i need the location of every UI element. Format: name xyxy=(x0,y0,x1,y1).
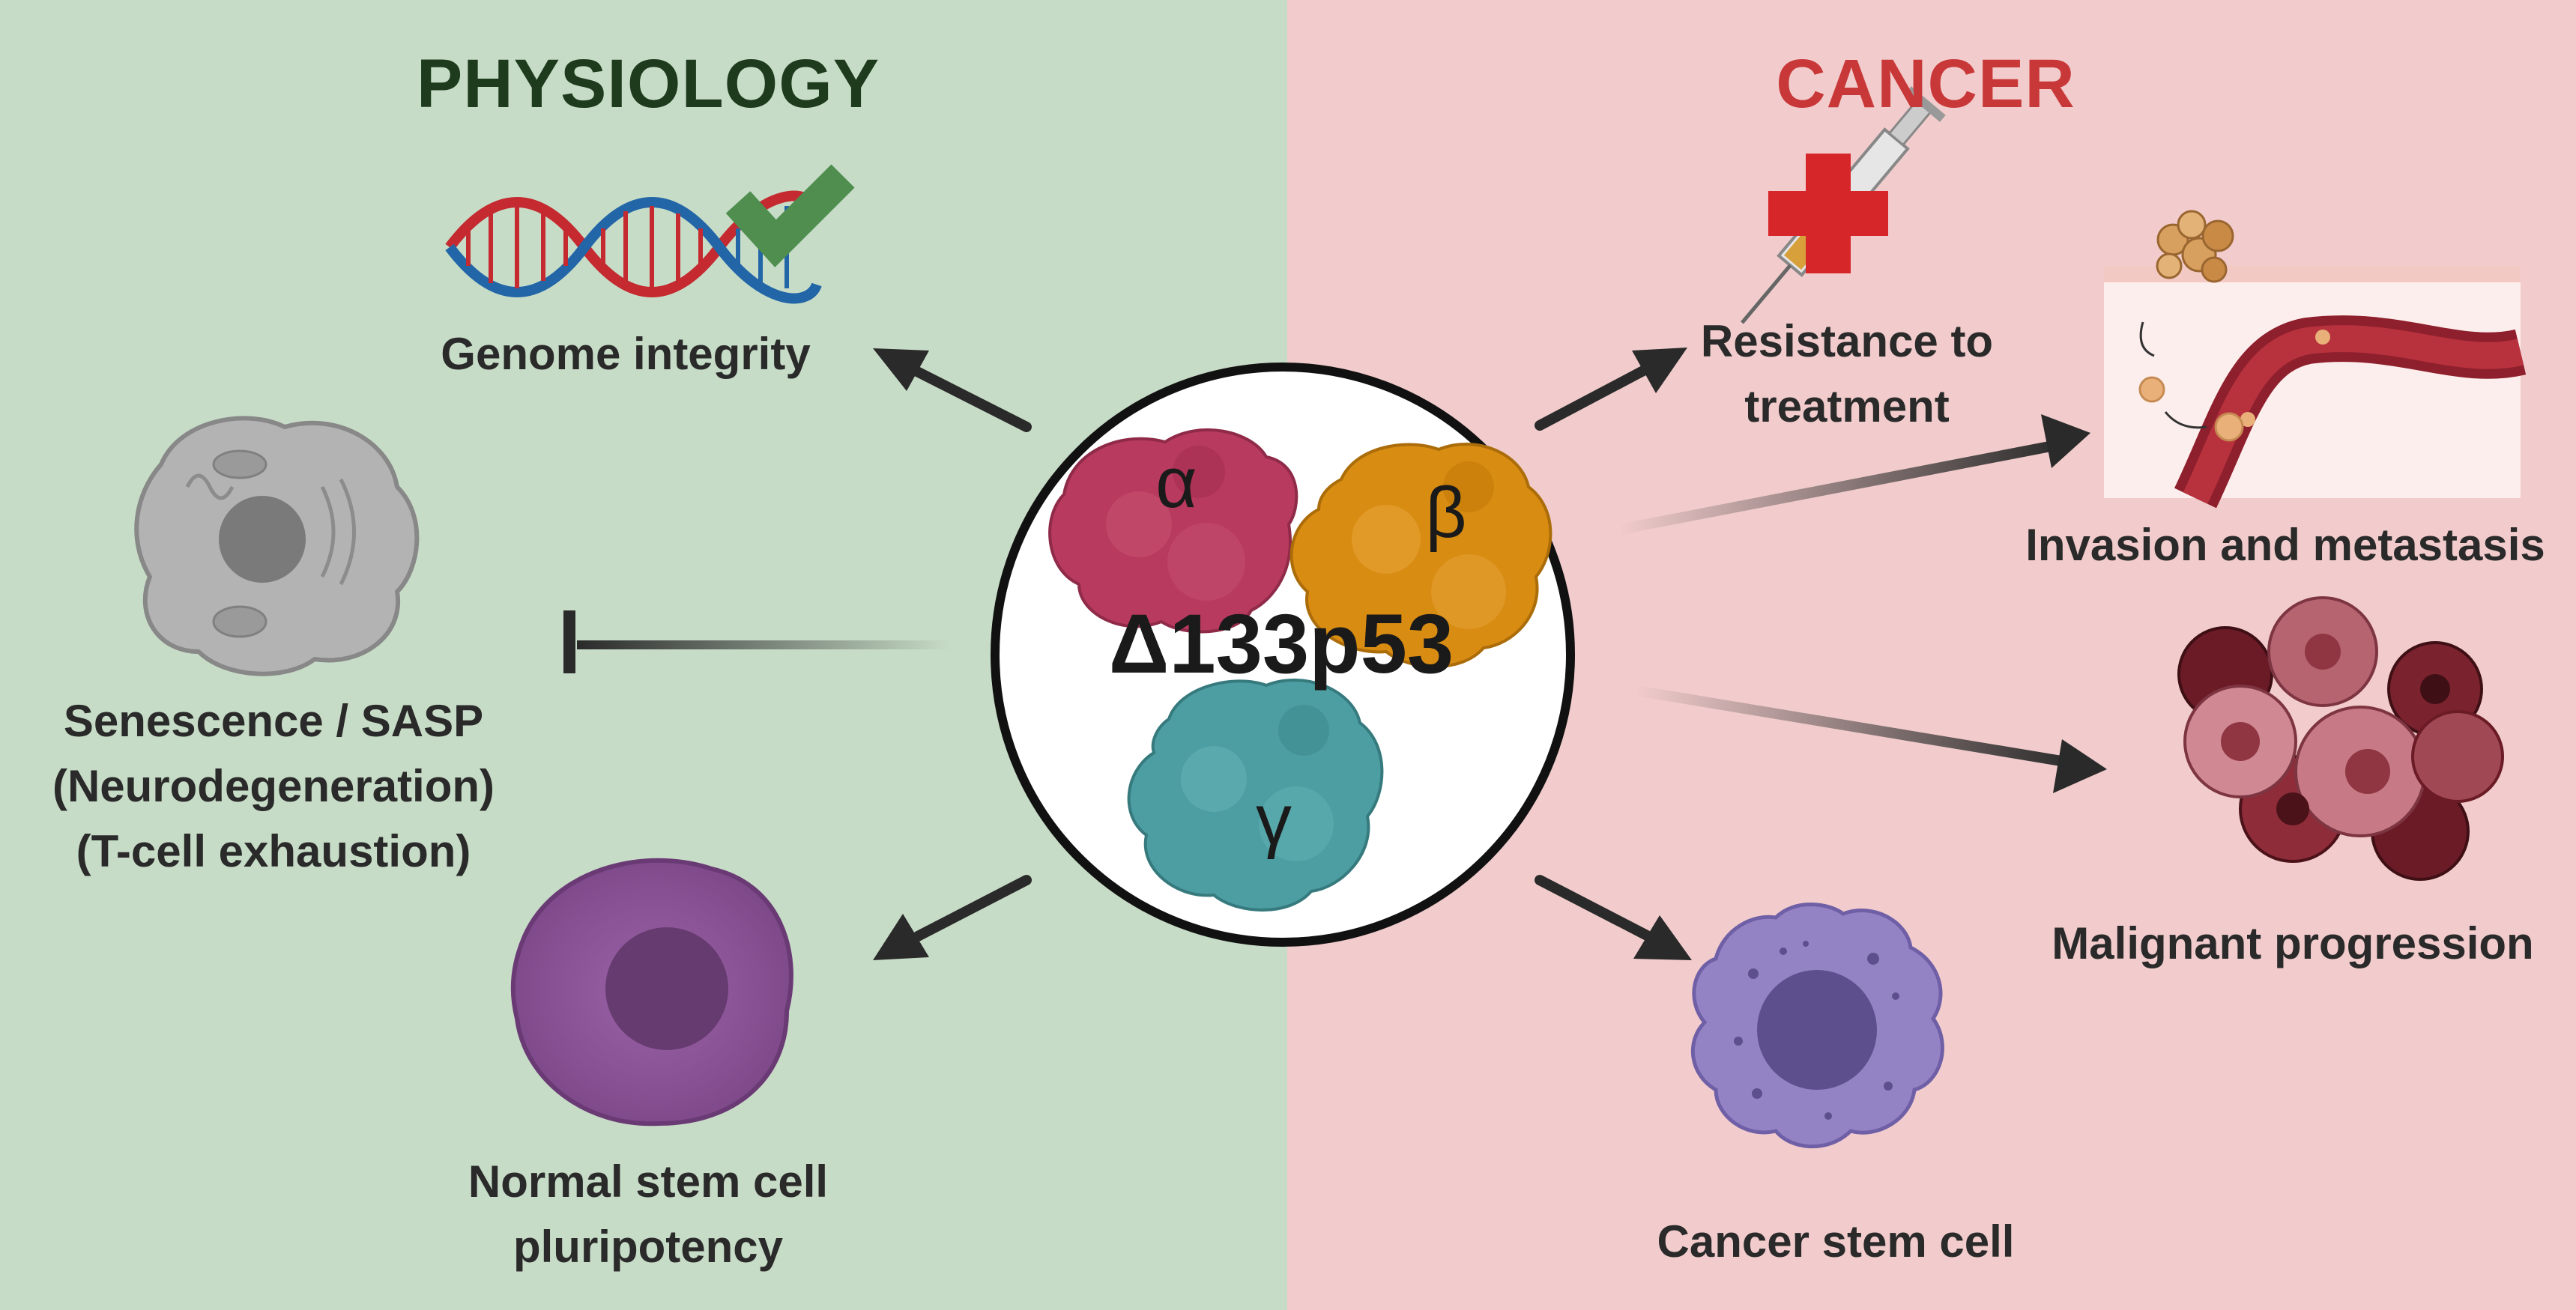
arrow-to-cancer-stem xyxy=(1535,875,1692,960)
alpha-label: α xyxy=(1155,443,1197,523)
genome-integrity-label: Genome integrity xyxy=(441,329,811,379)
senescence-line-2: (Neurodegeneration) xyxy=(52,761,495,811)
senescence-label: Senescence / SASP (Neurodegeneration) (T… xyxy=(15,693,532,879)
delta133p53-label: Δ133p53 xyxy=(1108,597,1454,691)
isoform-alpha-blob xyxy=(1048,428,1298,634)
cancer-title: CANCER xyxy=(1776,46,2075,122)
arrow-to-genome xyxy=(873,348,1032,432)
arrow-to-resistance xyxy=(1535,348,1687,431)
beta-label: β xyxy=(1425,473,1467,553)
dna-check-icon xyxy=(445,164,855,304)
normal-stem-line-1: Normal stem cell xyxy=(468,1156,829,1207)
arrow-to-normal-stem xyxy=(873,875,1032,960)
senescent-cell-icon xyxy=(134,416,420,676)
normal-stem-line-2: pluripotency xyxy=(513,1222,784,1272)
physiology-title: PHYSIOLOGY xyxy=(416,46,880,122)
normal-stem-cell-label: Normal stem cell pluripotency xyxy=(382,1153,914,1275)
resistance-line-2: treatment xyxy=(1744,381,1950,431)
resistance-label: Resistance to treatment xyxy=(1588,313,2105,434)
tumor-cluster xyxy=(2156,210,2234,283)
invasion-label: Invasion and metastasis xyxy=(2025,520,2545,570)
cancer-stem-cell-icon xyxy=(1691,903,1944,1149)
gamma-label: γ xyxy=(1256,780,1292,860)
arrow-to-malignant xyxy=(1636,685,2107,793)
stem-cell-icon xyxy=(510,858,793,1126)
resistance-line-1: Resistance to xyxy=(1700,316,1994,366)
arrow-to-invasion xyxy=(1618,414,2090,535)
inhibition-to-senescence xyxy=(563,610,952,673)
malignant-label: Malignant progression xyxy=(2052,918,2534,968)
isoform-gamma-blob xyxy=(1127,679,1384,912)
metastasis-vessel-icon xyxy=(2104,210,2527,509)
senescence-line-1: Senescence / SASP xyxy=(63,696,484,746)
senescence-line-3: (T-cell exhaustion) xyxy=(76,826,471,876)
cancer-stem-cell-label: Cancer stem cell xyxy=(1657,1216,2015,1267)
syringe-cross-icon xyxy=(1741,86,1946,324)
isoform-beta-blob xyxy=(1289,443,1552,668)
tumor-mass-icon xyxy=(2177,596,2504,881)
